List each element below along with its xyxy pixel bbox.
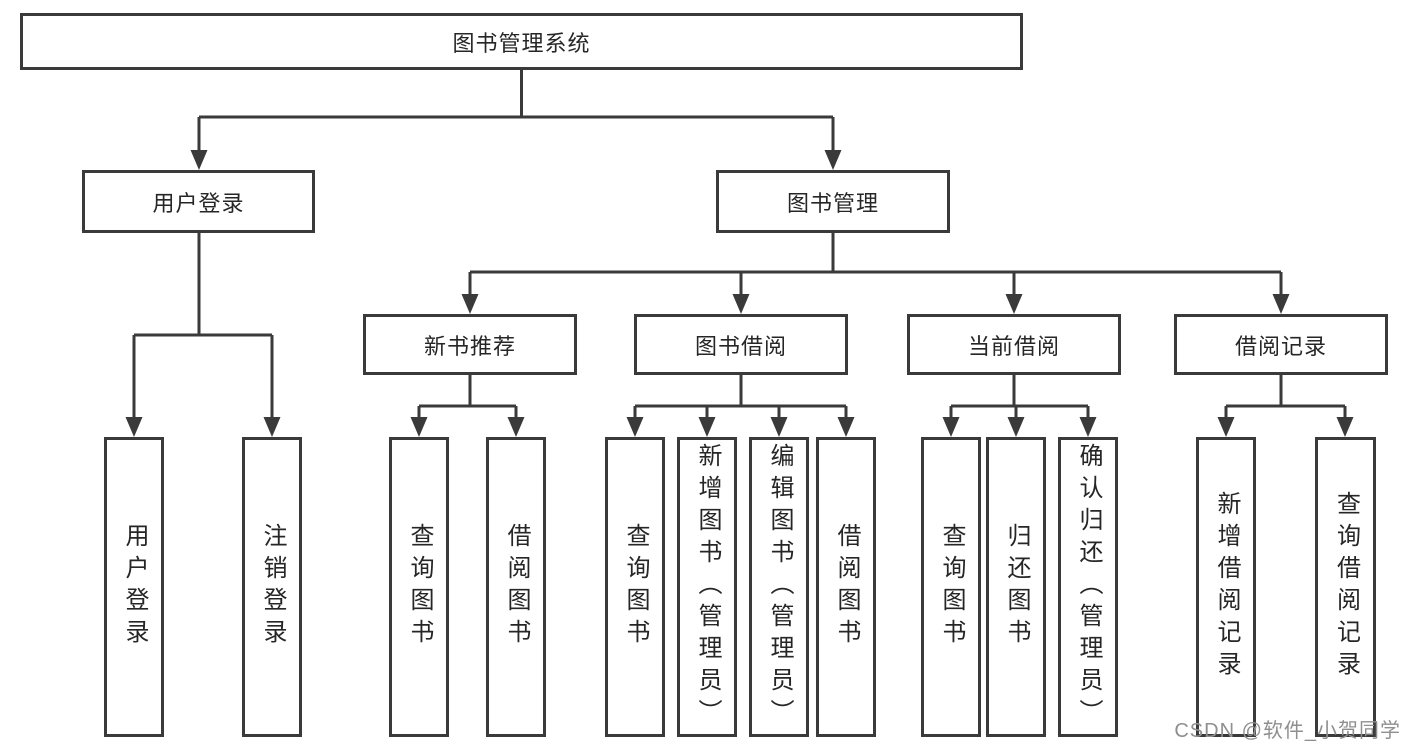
node-root-label: 图书管理系统: [452, 30, 591, 56]
leaf-user-login: 用户登录: [104, 437, 164, 737]
leaf-borrow-book-1-label: 借阅图书: [503, 523, 530, 651]
leaf-borrow-book-2: 借阅图书: [816, 437, 876, 737]
leaf-add-book-admin: 新增图书（管理员）: [677, 437, 737, 737]
node-current-borrow-label: 当前借阅: [967, 333, 1060, 359]
leaf-confirm-return-admin-label: 确认归还（管理员）: [1075, 443, 1102, 731]
leaf-add-borrow-record-label: 新增借阅记录: [1213, 491, 1240, 683]
leaf-query-book-3-label: 查询图书: [938, 523, 965, 651]
arrowheads: [125, 150, 1354, 437]
leaf-query-book-2: 查询图书: [605, 437, 665, 737]
node-book-management: 图书管理: [716, 170, 950, 233]
leaf-confirm-return-admin: 确认归还（管理员）: [1058, 437, 1118, 737]
csdn-watermark: CSDN @软件_小贺同学: [1174, 720, 1401, 742]
leaf-edit-book-admin: 编辑图书（管理员）: [749, 437, 809, 737]
leaf-query-book-3: 查询图书: [921, 437, 981, 737]
leaf-query-book-2-label: 查询图书: [622, 523, 649, 651]
leaf-user-login-label: 用户登录: [121, 523, 148, 651]
node-borrow-records: 借阅记录: [1174, 314, 1388, 375]
node-current-borrow: 当前借阅: [907, 314, 1121, 375]
node-book-borrow: 图书借阅: [634, 314, 848, 375]
leaf-add-book-admin-label: 新增图书（管理员）: [694, 443, 721, 731]
node-root: 图书管理系统: [20, 13, 1023, 70]
node-user-login-label: 用户登录: [152, 190, 245, 216]
node-new-book-recommend-label: 新书推荐: [423, 333, 516, 359]
node-book-borrow-label: 图书借阅: [694, 333, 787, 359]
leaf-borrow-book-2-label: 借阅图书: [833, 523, 860, 651]
leaf-query-borrow-record: 查询借阅记录: [1315, 437, 1376, 737]
leaf-return-book-label: 归还图书: [1003, 523, 1030, 651]
node-new-book-recommend: 新书推荐: [363, 314, 577, 375]
leaf-borrow-book-1: 借阅图书: [486, 437, 546, 737]
connector-path: [132, 70, 1347, 418]
leaf-logout-label: 注销登录: [259, 523, 286, 651]
node-borrow-records-label: 借阅记录: [1234, 333, 1327, 359]
leaf-query-book-1-label: 查询图书: [406, 523, 433, 651]
node-book-management-label: 图书管理: [786, 190, 879, 216]
leaf-query-borrow-record-label: 查询借阅记录: [1332, 491, 1360, 683]
leaf-add-borrow-record: 新增借阅记录: [1196, 437, 1256, 737]
leaf-query-book-1: 查询图书: [389, 437, 449, 737]
node-user-login: 用户登录: [82, 170, 315, 233]
leaf-edit-book-admin-label: 编辑图书（管理员）: [766, 443, 793, 731]
leaf-return-book: 归还图书: [986, 437, 1046, 737]
leaf-logout: 注销登录: [242, 437, 302, 737]
